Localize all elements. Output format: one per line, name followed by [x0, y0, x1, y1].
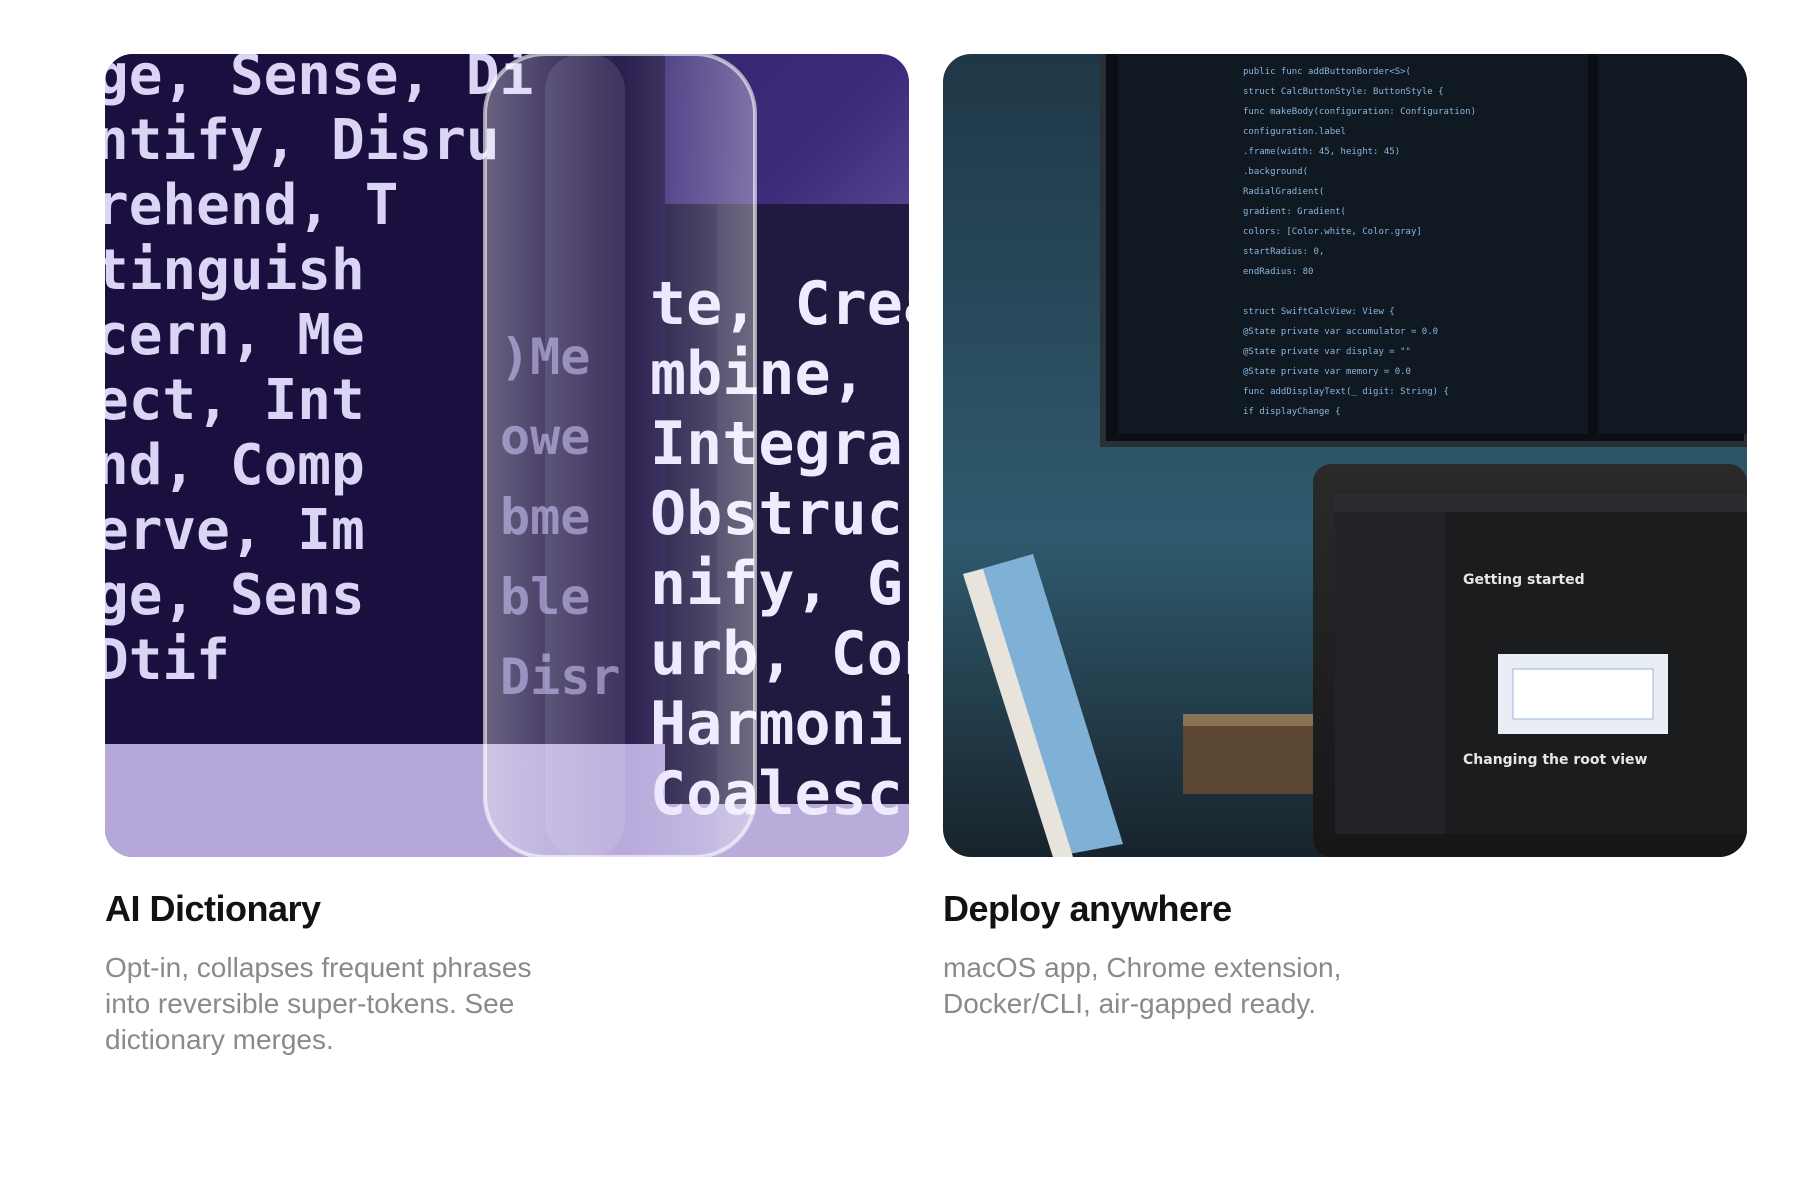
svg-text:tinguish: tinguish: [105, 238, 365, 303]
svg-text:ntify, Disru: ntify, Disru: [105, 108, 500, 173]
svg-text:@State private var display = ": @State private var display = "": [1243, 347, 1411, 357]
svg-text:erve, Im: erve, Im: [105, 498, 365, 563]
svg-text:startRadius: 0,: startRadius: 0,: [1243, 247, 1324, 257]
svg-text:@State private var memory = 0.: @State private var memory = 0.0: [1243, 367, 1411, 377]
svg-text:@State private var accumulator: @State private var accumulator = 0.0: [1243, 327, 1438, 337]
svg-text:rehend, T: rehend, T: [105, 173, 398, 238]
svg-text:.frame(width: 45, height: 45): .frame(width: 45, height: 45): [1243, 147, 1400, 157]
deploy-anywhere-image: public func addButtonBorder<S>( struct C…: [943, 54, 1747, 857]
svg-text:public func addButtonBorder<S>: public func addButtonBorder<S>(: [1243, 67, 1411, 77]
feature-card-ai-dictionary: ge, Sense, Di ntify, Disru rehend, T tin…: [105, 54, 909, 1058]
svg-text:ge, Sens: ge, Sens: [105, 563, 365, 628]
svg-text:RadialGradient(: RadialGradient(: [1243, 187, 1324, 197]
glass-dictionary-words-photo: ge, Sense, Di ntify, Disru rehend, T tin…: [105, 54, 909, 857]
svg-text:struct CalcButtonStyle: Button: struct CalcButtonStyle: ButtonStyle {: [1243, 87, 1443, 97]
svg-text:Changing the root view: Changing the root view: [1463, 752, 1647, 768]
svg-text:func makeBody(configuration: C: func makeBody(configuration: Configurati…: [1243, 107, 1476, 117]
svg-text:Dtif: Dtif: [105, 628, 230, 693]
svg-text:ble: ble: [500, 568, 590, 626]
card-description: Opt-in, collapses frequent phrases into …: [105, 952, 532, 1056]
card-description: macOS app, Chrome extension, Docker/CLI,…: [943, 952, 1342, 1020]
svg-text:cern, Me: cern, Me: [105, 303, 365, 368]
svg-text:ge, Sense, Di: ge, Sense, Di: [105, 54, 533, 108]
svg-text:endRadius: 80: endRadius: 80: [1243, 267, 1313, 277]
svg-text:bme: bme: [500, 488, 590, 546]
svg-text:configuration.label: configuration.label: [1243, 127, 1346, 137]
svg-text:colors: [Color.white, Color.gr: colors: [Color.white, Color.gray]: [1243, 227, 1422, 237]
svg-text:)Me: )Me: [500, 328, 590, 386]
ai-dictionary-image: ge, Sense, Di ntify, Disru rehend, T tin…: [105, 54, 909, 857]
svg-text:ect, Int: ect, Int: [105, 368, 365, 433]
feature-card-deploy-anywhere: public func addButtonBorder<S>( struct C…: [943, 54, 1747, 1058]
card-title: AI Dictionary: [105, 888, 321, 929]
svg-text:struct SwiftCalcView: View {: struct SwiftCalcView: View {: [1243, 307, 1395, 317]
svg-text:owe: owe: [500, 408, 590, 466]
svg-text:gradient: Gradient(: gradient: Gradient(: [1243, 207, 1346, 217]
svg-text:Getting started: Getting started: [1463, 572, 1585, 588]
svg-text:.background(: .background(: [1243, 167, 1308, 177]
svg-text:nd, Comp: nd, Comp: [105, 433, 365, 498]
feature-cards-grid: ge, Sense, Di ntify, Disru rehend, T tin…: [105, 54, 1747, 1058]
svg-text:func addDisplayText(_ digit: S: func addDisplayText(_ digit: String) {: [1243, 387, 1449, 397]
card-title: Deploy anywhere: [943, 888, 1232, 929]
svg-text:Disr: Disr: [500, 648, 620, 706]
desk-monitor-laptop-code-photo: public func addButtonBorder<S>( struct C…: [943, 54, 1747, 857]
svg-text:if displayChange {: if displayChange {: [1243, 407, 1341, 417]
